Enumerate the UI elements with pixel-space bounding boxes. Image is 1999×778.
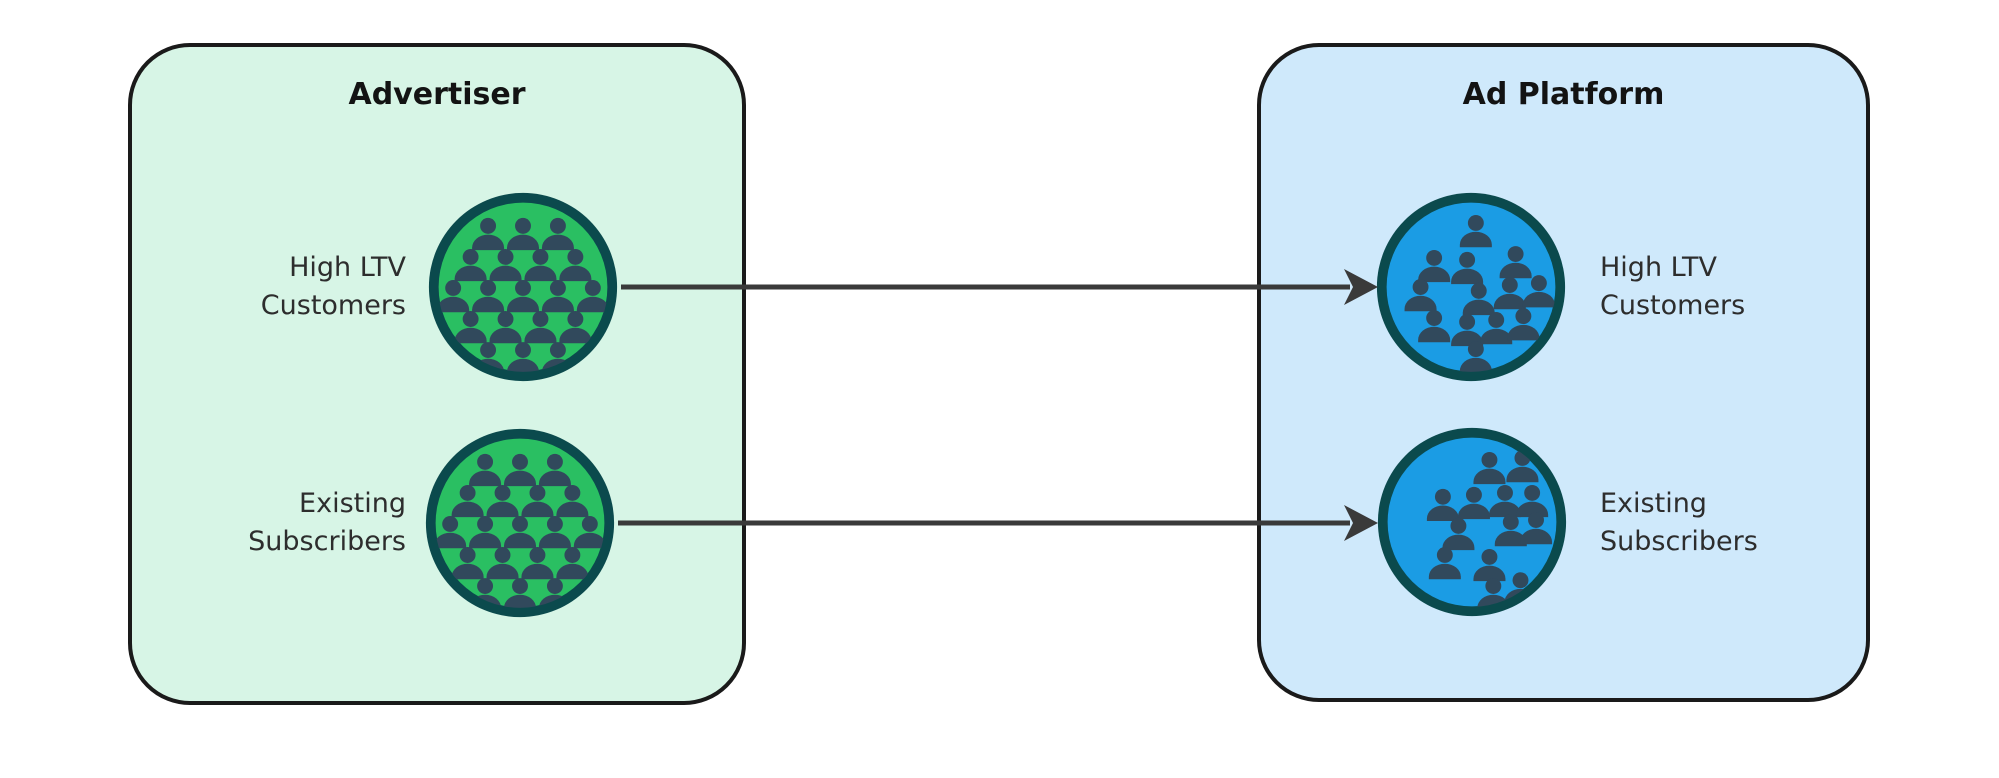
ad-platform-high-ltv-label: High LTV Customers bbox=[1600, 249, 1745, 325]
label-line: Existing bbox=[1600, 488, 1707, 519]
label-line: Customers bbox=[1600, 290, 1746, 321]
advertiser-existing-subscribers-label: Existing Subscribers bbox=[140, 485, 406, 561]
ad-platform-container: Ad Platform bbox=[1257, 43, 1870, 702]
label-line: High LTV bbox=[1600, 252, 1717, 283]
ad-platform-title: Ad Platform bbox=[1462, 77, 1665, 112]
crowd-icon bbox=[425, 428, 615, 618]
label-line: Existing bbox=[299, 488, 406, 519]
crowd-icon bbox=[1376, 192, 1566, 382]
label-line: High LTV bbox=[289, 252, 406, 283]
label-line: Customers bbox=[260, 290, 406, 321]
label-line: Subscribers bbox=[1600, 526, 1758, 557]
ad-platform-existing-subscribers-label: Existing Subscribers bbox=[1600, 485, 1758, 561]
crowd-icon bbox=[428, 192, 618, 382]
label-line: Subscribers bbox=[248, 526, 406, 557]
advertiser-container: Advertiser bbox=[128, 43, 746, 705]
crowd-icon bbox=[1377, 427, 1567, 617]
advertiser-high-ltv-label: High LTV Customers bbox=[140, 249, 406, 325]
advertiser-title: Advertiser bbox=[348, 77, 526, 112]
